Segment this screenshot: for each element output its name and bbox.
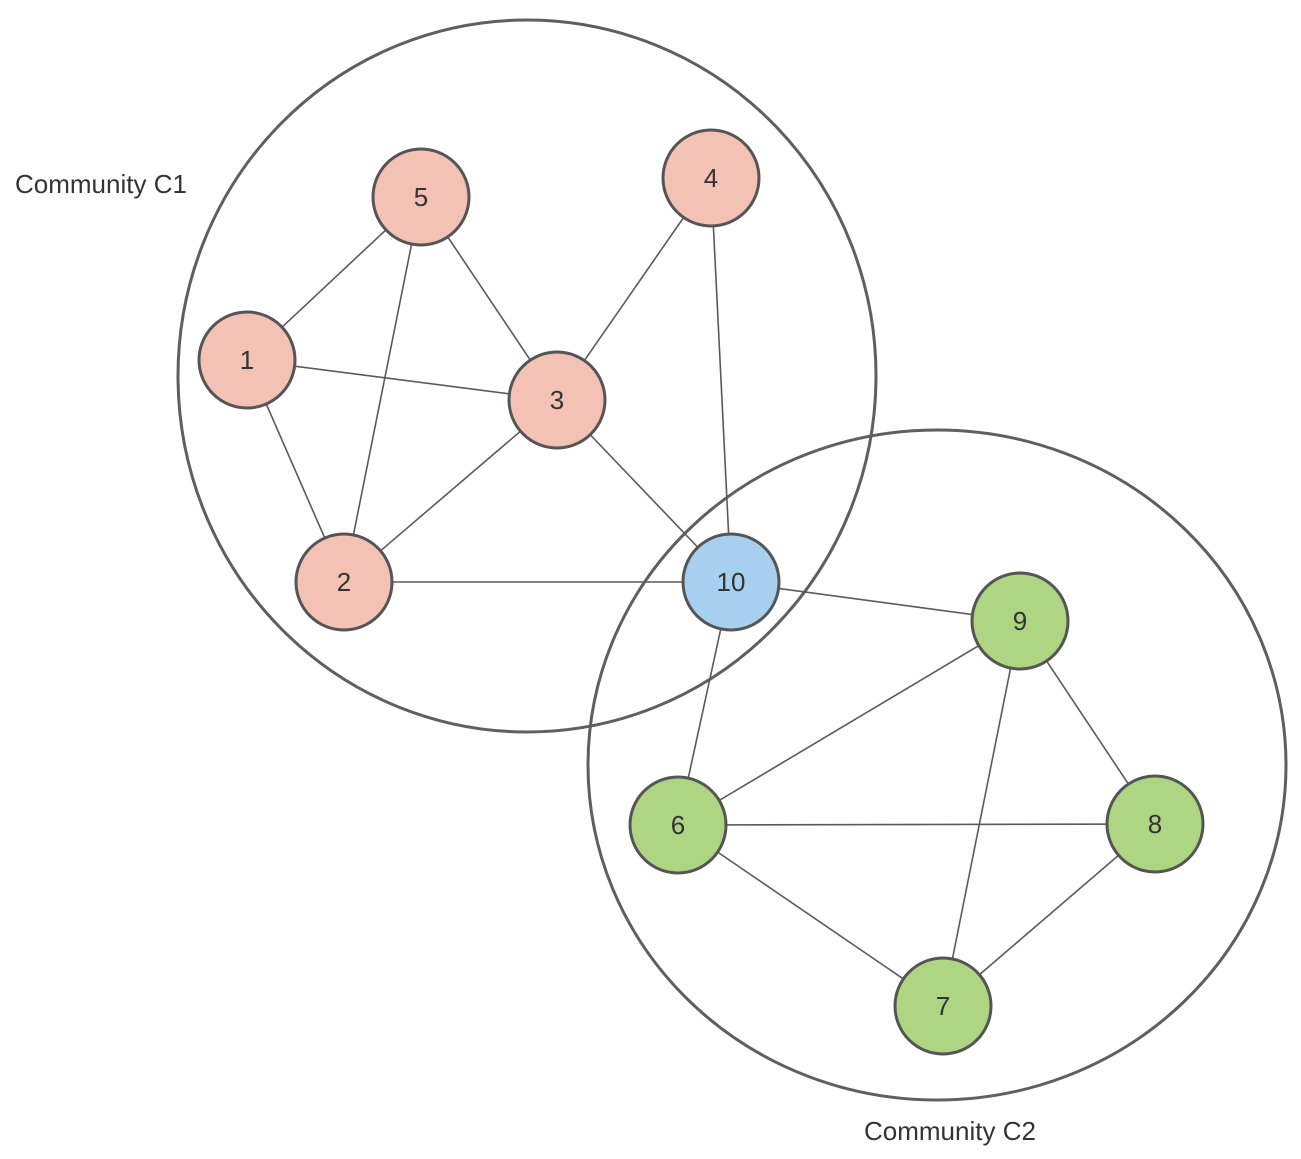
node-10: 10: [681, 532, 781, 632]
community-c1-boundary: [176, 18, 878, 734]
community-c1-label: Community C1: [15, 169, 187, 199]
edge-4-10: [710, 177, 732, 583]
node-9-circle: [970, 571, 1070, 671]
node-7: 7: [893, 956, 993, 1056]
node-7-label: 7: [936, 991, 950, 1021]
community-layer: [176, 18, 1288, 1102]
node-4-circle: [661, 128, 761, 228]
edge-5-2: [343, 196, 422, 583]
node-10-circle: [681, 532, 781, 632]
edge-6-8: [677, 823, 1156, 826]
node-6-circle: [628, 775, 728, 875]
node-2: 2: [294, 532, 394, 632]
node-3-label: 3: [550, 385, 564, 415]
node-8: 8: [1105, 774, 1205, 874]
node-1-circle: [197, 310, 297, 410]
node-3: 3: [507, 350, 607, 450]
node-5-circle: [371, 147, 471, 247]
node-2-label: 2: [337, 567, 351, 597]
node-6-label: 6: [671, 810, 685, 840]
node-9: 9: [970, 571, 1070, 671]
edge-1-3: [246, 359, 558, 401]
node-1-label: 1: [240, 345, 254, 375]
edge-6-7: [677, 824, 944, 1007]
edge-9-7: [942, 620, 1021, 1007]
node-6: 6: [628, 775, 728, 875]
node-5: 5: [371, 147, 471, 247]
edge-9-6: [677, 620, 1021, 826]
node-3-circle: [507, 350, 607, 450]
node-8-label: 8: [1148, 809, 1162, 839]
node-7-circle: [893, 956, 993, 1056]
community-c2-label: Community C2: [864, 1116, 1036, 1146]
node-4-label: 4: [704, 163, 718, 193]
node-2-circle: [294, 532, 394, 632]
community-c2-boundary: [586, 428, 1288, 1102]
node-10-label: 10: [717, 567, 746, 597]
node-5-label: 5: [414, 182, 428, 212]
node-layer: 1 2 3 4 5 6 7 8 9 10: [197, 128, 1205, 1056]
node-9-label: 9: [1013, 606, 1027, 636]
node-4: 4: [661, 128, 761, 228]
node-1: 1: [197, 310, 297, 410]
node-8-circle: [1105, 774, 1205, 874]
